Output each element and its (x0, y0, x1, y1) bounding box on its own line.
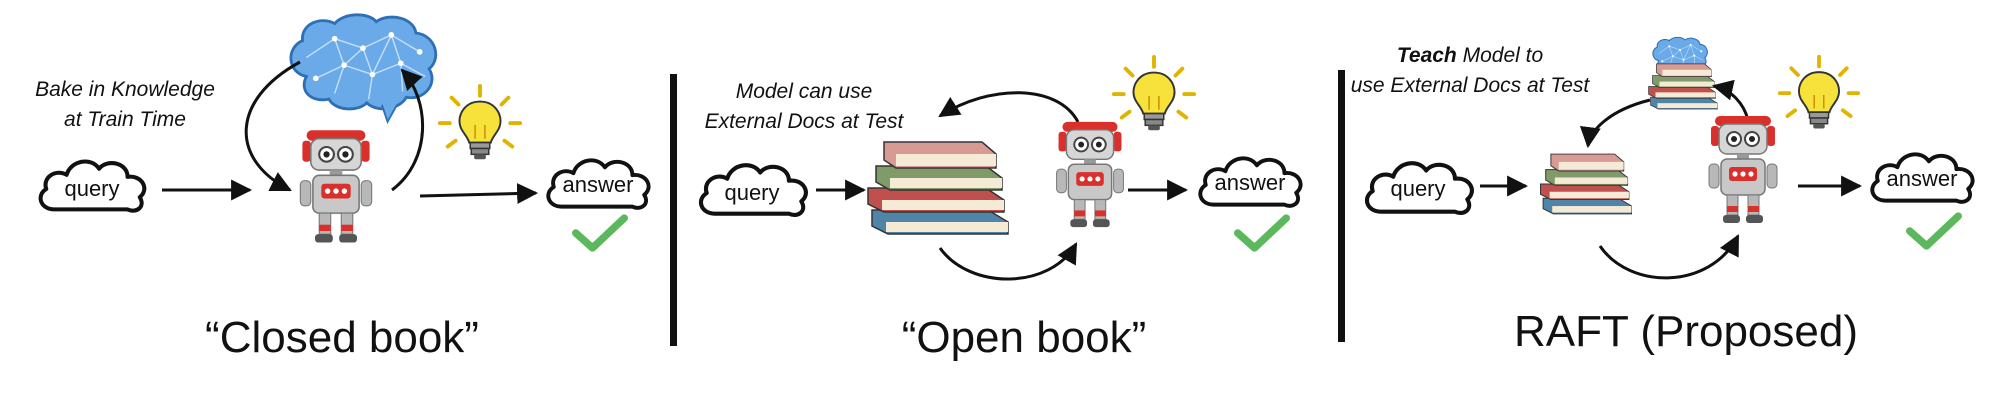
panel-raft: Teach Model to use External Docs at Test… (1351, 36, 1973, 356)
answer-node-label: answer (1215, 170, 1286, 195)
arrow-robot-to-teach (1711, 79, 1750, 121)
panel-open-book: Model can use External Docs at Test quer… (701, 54, 1301, 362)
robot-icon (1055, 120, 1125, 229)
checkmark-icon (1238, 218, 1287, 248)
robot-icon (1707, 114, 1779, 225)
query-node-label: query (1390, 176, 1445, 201)
caption-line-2: use External Docs at Test (1351, 74, 1591, 97)
panel-divider (670, 74, 677, 346)
books-icon (1648, 63, 1718, 110)
arrow-robot-to-answer (419, 182, 539, 204)
checkmark-icon (1910, 216, 1959, 246)
caption-line-1: Teach Model to (1397, 44, 1544, 67)
answer-node-label: answer (1887, 166, 1958, 191)
query-node-label: query (724, 180, 779, 205)
arrow-robot-to-brain (391, 68, 425, 192)
arrow-docs-to-robot (938, 242, 1078, 281)
panel-title: “Closed book” (205, 313, 479, 362)
lightbulb-icon (1777, 54, 1861, 131)
lightbulb-icon (1111, 54, 1197, 133)
caption-line-1: Model can use (736, 80, 873, 103)
panel-title: RAFT (Proposed) (1514, 307, 1858, 356)
query-node-label: query (64, 176, 119, 201)
panel-divider (1338, 70, 1345, 342)
caption-line-2: at Train Time (64, 108, 186, 131)
checkmark-icon (576, 218, 625, 248)
panel-closed-book: Bake in Knowledge at Train Time query an… (35, 13, 649, 362)
arrow-docs-to-robot (1598, 234, 1740, 280)
caption-line-1: Bake in Knowledge (35, 78, 215, 101)
arrow-brain-to-robot (244, 60, 301, 192)
panel-title: “Open book” (902, 313, 1147, 362)
brain-icon (289, 13, 438, 124)
books-icon (1540, 153, 1632, 215)
caption-line-2: External Docs at Test (705, 110, 905, 133)
arrow-teach-to-docs (1579, 98, 1651, 149)
robot-icon (299, 129, 373, 244)
arrow-robot-to-docs (938, 91, 1080, 123)
answer-node-label: answer (563, 172, 634, 197)
books-icon (867, 141, 1009, 235)
lightbulb-icon (437, 83, 523, 162)
